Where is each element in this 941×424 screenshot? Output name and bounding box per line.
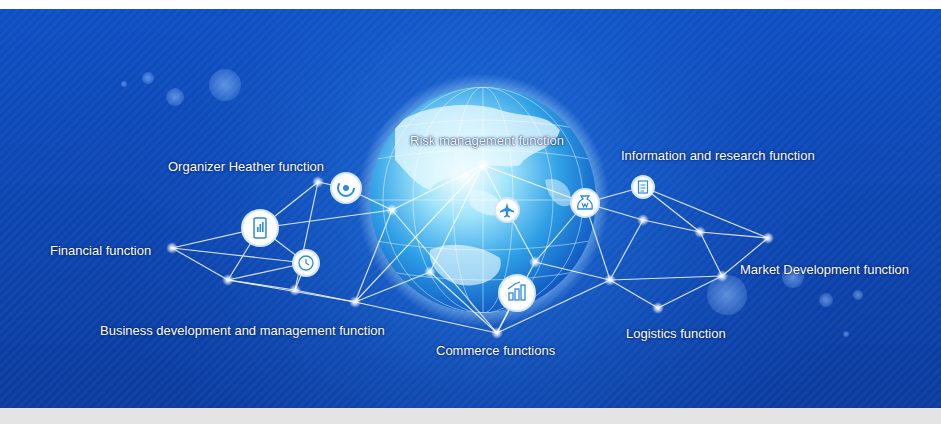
bottom-bar (0, 408, 941, 424)
money-bag-icon (571, 189, 599, 217)
document-icon (632, 176, 654, 198)
plane-icon (495, 198, 519, 222)
function-label: Financial function (50, 243, 151, 258)
clock-icon (293, 250, 319, 276)
globe (357, 74, 609, 326)
dial-icon (331, 173, 361, 203)
bar-chart-icon (499, 275, 535, 311)
function-label: Information and research function (621, 148, 815, 163)
function-label: Business development and management func… (100, 323, 385, 338)
function-label: Logistics function (626, 326, 726, 341)
phone-icon (242, 210, 278, 246)
network-dots (166, 158, 774, 339)
function-label: Commerce functions (436, 343, 555, 358)
function-label: Organizer Heather function (168, 159, 324, 174)
function-label: Market Development function (740, 262, 909, 277)
top-strip (0, 0, 941, 9)
function-icons (242, 173, 654, 311)
bokeh-circles (121, 69, 863, 337)
network-lines (172, 165, 768, 333)
function-label: Risk management function (410, 133, 564, 148)
